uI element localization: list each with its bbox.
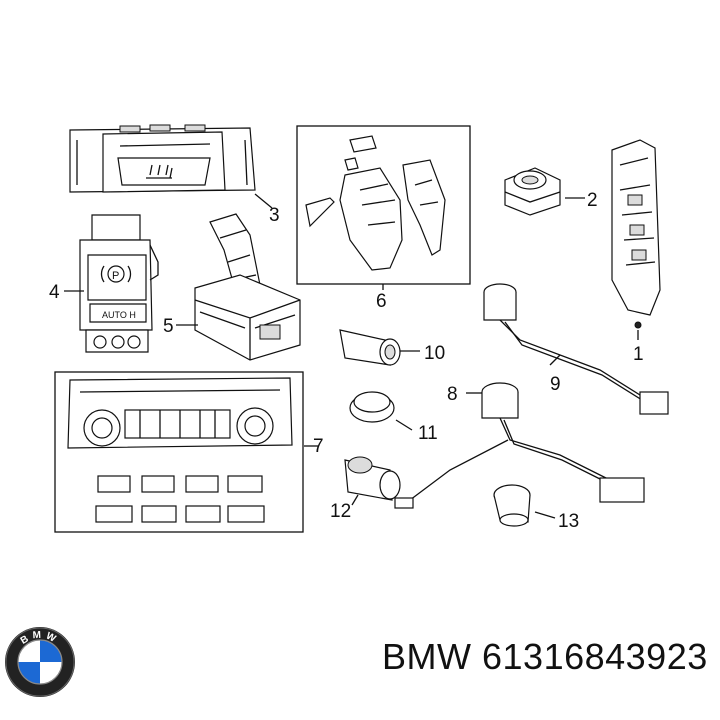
part-11-socket-cap [349,391,395,423]
part-7-climate-panel [54,371,304,533]
callout-7: 7 [313,436,324,457]
part-5-gear-selector [194,213,301,361]
seat-heater-icon [146,164,173,179]
callout-13: 13 [558,511,579,532]
parking-brake-icon: P [100,265,132,283]
part-number: 61316843923 [482,636,708,677]
callout-11: 11 [418,423,438,444]
callout-8: 8 [447,384,458,405]
callout-10: 10 [424,343,445,364]
callout-6: 6 [376,291,387,312]
callout-5: 5 [163,316,174,337]
part-13-socket [493,484,531,527]
part-12-socket [344,456,401,501]
callout-2: 2 [587,190,598,211]
bmw-logo: BMW [5,627,75,697]
callout-1: 1 [633,344,644,365]
part-4-parking-brake-module: P AUTO H [79,214,159,353]
park-label: P [112,270,119,282]
part-1-side-switch-panel [611,139,661,329]
callout-9: 9 [550,374,561,395]
part-caption: BMW 61316843923 [382,636,708,678]
part-2-idrive-controller [504,167,561,216]
part-8-socket-harness [394,382,645,509]
callout-12: 12 [330,501,351,522]
leader-lines [64,193,639,519]
part-10-socket [339,329,401,366]
part-3-switch-panel [69,124,256,193]
part-6-group-box [296,125,471,285]
part-9-socket-harness [483,283,669,415]
callout-3: 3 [269,205,280,226]
callout-4: 4 [49,282,60,303]
auto-h-label: AUTO H [102,310,136,320]
brand-name: BMW [382,636,472,677]
